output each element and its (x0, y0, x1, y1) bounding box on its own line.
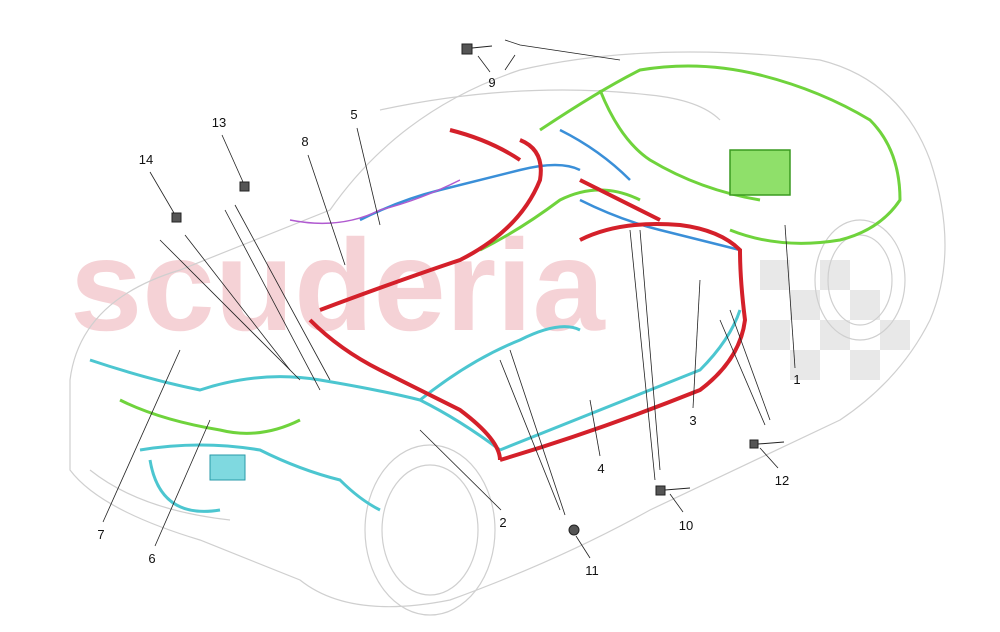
harness-red (308, 128, 748, 462)
callout-1: 1 (793, 372, 800, 387)
harness-purple (289, 179, 461, 225)
callout-14: 14 (139, 152, 153, 167)
part-13-icon (239, 181, 250, 192)
callout-13: 13 (212, 115, 226, 130)
part-9-icon (461, 43, 473, 55)
part-icons (171, 43, 785, 536)
harness-cyan (89, 309, 742, 513)
callout-labels: 1 2 3 4 5 6 7 8 9 10 11 12 13 14 (97, 75, 800, 578)
car-outline (69, 51, 946, 616)
part-11-icon (568, 524, 580, 536)
callout-12: 12 (775, 473, 789, 488)
callout-8: 8 (301, 134, 308, 149)
callout-3: 3 (689, 413, 696, 428)
callout-7: 7 (97, 527, 104, 542)
part-14-icon (171, 212, 182, 223)
leader-lines (102, 39, 796, 559)
harness-green (119, 64, 902, 435)
callout-2: 2 (499, 515, 506, 530)
callout-9: 9 (488, 75, 495, 90)
callout-10: 10 (679, 518, 693, 533)
callout-5: 5 (350, 107, 357, 122)
callout-4: 4 (597, 461, 604, 476)
watermark-text: scuderia (70, 212, 606, 358)
part-10-icon (655, 485, 666, 496)
callout-11: 11 (585, 563, 599, 578)
harness-blue (359, 128, 741, 252)
checkered-flag-watermark (760, 260, 910, 380)
part-12-icon (749, 439, 759, 449)
callout-6: 6 (148, 551, 155, 566)
